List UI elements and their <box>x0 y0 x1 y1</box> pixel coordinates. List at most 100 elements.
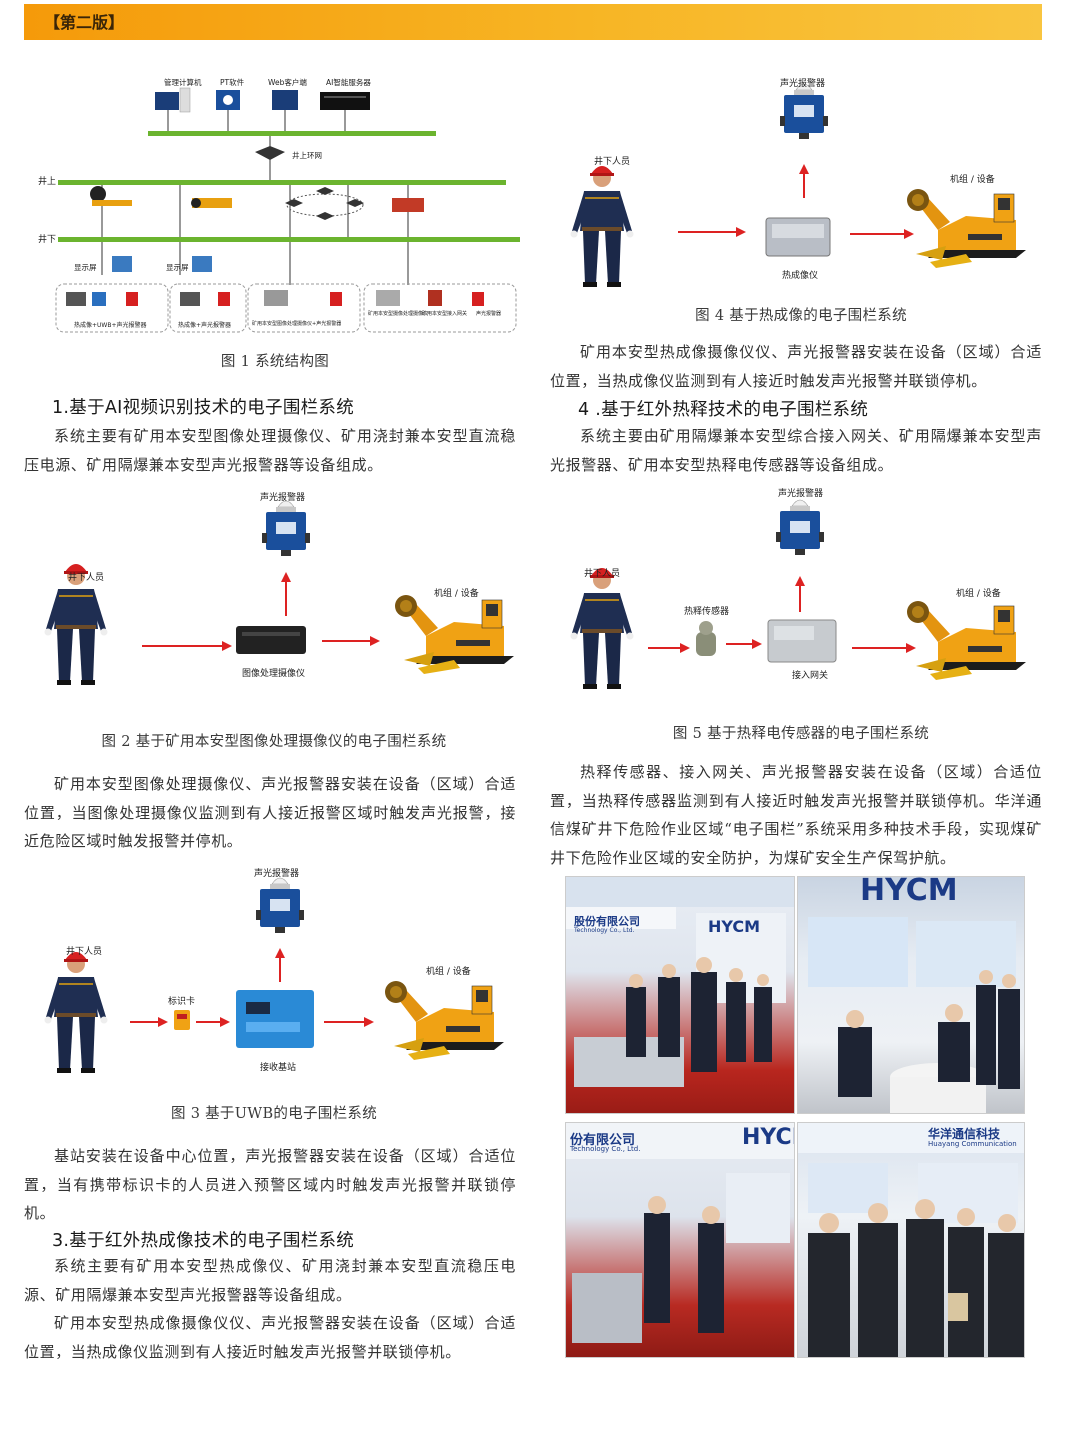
thermal-camera-icon <box>90 186 132 206</box>
group-label: 热成像+UWB+声光报警器 <box>74 322 147 329</box>
brand-logo: HYCM <box>742 1125 794 1150</box>
paragraph: 系统主要由矿用隔爆兼本安型综合接入网关、矿用隔爆兼本安型声光报警器、矿用本安型热… <box>550 427 1042 474</box>
monitor-label: 显示屏 <box>166 263 189 272</box>
worker-label: 井下人员 <box>68 573 105 583</box>
machine-label: 机组 / 设备 <box>434 589 479 599</box>
figure-2-caption: 图 2 基于矿用本安型图像处理摄像仪的电子围栏系统 <box>101 734 447 750</box>
section-3-heading: 3.基于红外热成像技术的电子围栏系统 <box>52 1231 355 1251</box>
switch-icon <box>255 146 285 160</box>
display-icon <box>192 256 212 272</box>
sign-text: 份有限公司 <box>570 1133 636 1148</box>
pyro-sensor-device <box>696 621 716 656</box>
management-pc-icon <box>155 87 191 113</box>
figure-1: 管理计算机 PT软件 Web客户端 AI智能服务器 井上环网 井上 井下 显示屏… <box>30 70 520 345</box>
device-label: 图像处理摄像仪 <box>242 669 306 679</box>
section-3-text: 系统主要有矿用本安型热成像仪、矿用浇封兼本安型直流稳压电源、矿用隔爆兼本安型声光… <box>24 1252 516 1366</box>
above-ground-label: 井上 <box>38 177 57 187</box>
alarm-device <box>261 500 311 557</box>
brand-logo: HYCM <box>860 876 958 908</box>
top-bus <box>148 131 436 136</box>
alarm-label: 声光报警器 <box>260 493 306 503</box>
device-label: 接入网关 <box>792 671 829 681</box>
paragraph-2: 矿用本安型图像处理摄像仪、声光报警器安装在设备（区域）合适位置，当图像处理摄像仪… <box>24 770 516 856</box>
figure-3: 井下人员 标识卡 声光报警器 接收基站 机组 / 设备 <box>24 862 524 1084</box>
figure-3-caption: 图 3 基于UWB的电子围栏系统 <box>170 1106 378 1122</box>
paragraph: 系统主要有矿用本安型热成像仪、矿用浇封兼本安型直流稳压电源、矿用隔爆兼本安型声光… <box>24 1257 516 1304</box>
edition-label: 【第二版】 <box>44 13 125 32</box>
thermal-imager-device <box>765 217 831 257</box>
worker-figure <box>569 567 635 690</box>
display-icon <box>112 256 132 272</box>
figure-5: 井下人员 热释传感器 声光报警器 接入网关 机组 / 设备 <box>556 480 1046 702</box>
figure-4-caption: 图 4 基于热成像的电子围栏系统 <box>695 308 907 324</box>
sign-subtext: Technology Co., Ltd. <box>574 927 635 934</box>
sign-subtext: Technology Co., Ltd. <box>570 1145 641 1153</box>
alarm-label: 声光报警器 <box>778 489 824 499</box>
pt-camera-icon <box>191 198 232 208</box>
group-label: 热成像+声光报警器 <box>178 322 232 329</box>
paragraph-3: 基站安装在设备中心位置，声光报警器安装在设备（区域）合适位置，当有携带标识卡的人… <box>24 1142 516 1228</box>
mining-machine <box>906 600 1027 681</box>
section-4-text: 系统主要由矿用隔爆兼本安型综合接入网关、矿用隔爆兼本安型声光报警器、矿用本安型热… <box>550 422 1042 479</box>
header-banner: 【第二版】 <box>24 4 1042 40</box>
mining-machine <box>384 980 505 1061</box>
underground-bus <box>58 237 520 242</box>
group-label: 声光报警器 <box>476 311 502 317</box>
paragraph: 热释传感器、接入网关、声光报警器安装在设备（区域）合适位置，当热释传感器监测到有… <box>550 763 1042 867</box>
paragraph: 矿用本安型热成像摄像仪仪、声光报警器安装在设备（区域）合适位置，当热成像仪监测到… <box>24 1314 516 1361</box>
device-label: 接收基站 <box>260 1063 297 1073</box>
ring-label: 井上环网 <box>292 151 322 160</box>
brand-logo: HYCM <box>708 917 761 936</box>
alarm-device <box>255 877 305 934</box>
worker-label: 井下人员 <box>584 569 621 579</box>
pt-software-icon <box>216 90 240 110</box>
group-label: 矿用本安型图像处理摄像仪+声光报警器 <box>252 321 342 327</box>
worker-label: 井下人员 <box>594 157 631 167</box>
section-1-heading: 1.基于AI视频识别技术的电子围栏系统 <box>52 398 355 418</box>
sign-text: 股份有限公司 <box>574 915 640 928</box>
id-card-icon <box>174 1010 190 1030</box>
exhibition-photo: 华洋通信科技 Huayang Communication <box>797 1122 1025 1358</box>
alarm-label: 声光报警器 <box>254 869 300 879</box>
ring-bus <box>58 180 506 185</box>
alarm-device <box>779 83 829 140</box>
node-label: AI智能服务器 <box>326 78 371 87</box>
machine-label: 机组 / 设备 <box>426 967 471 977</box>
system-structure-diagram <box>55 87 520 333</box>
sign-text: 华洋通信科技 <box>928 1127 1001 1141</box>
group-label: 矿用本安型摄像处理摄像仪 <box>368 311 429 317</box>
figure-2: 井下人员 声光报警器 图像处理摄像仪 机组 / 设备 <box>24 484 524 704</box>
ai-server-icon <box>320 92 370 110</box>
sensor-label: 热释传感器 <box>684 607 730 617</box>
section-1-text: 系统主要有矿用本安型图像处理摄像仪、矿用浇封兼本安型直流稳压电源、矿用隔爆兼本安… <box>24 422 516 479</box>
card-label: 标识卡 <box>168 997 196 1007</box>
node-label: PT软件 <box>220 78 245 87</box>
gateway-device-icon <box>392 198 424 212</box>
mining-machine <box>394 594 515 675</box>
figure-1-caption: 图 1 系统结构图 <box>220 354 330 370</box>
node-label: 管理计算机 <box>164 78 202 87</box>
machine-label: 机组 / 设备 <box>950 175 995 185</box>
paragraph-4: 矿用本安型热成像摄像仪仪、声光报警器安装在设备（区域）合适位置，当热成像仪监测到… <box>550 338 1042 395</box>
paragraph: 系统主要有矿用本安型图像处理摄像仪、矿用浇封兼本安型直流稳压电源、矿用隔爆兼本安… <box>24 427 516 474</box>
access-gateway-device <box>767 619 837 663</box>
worker-figure <box>43 951 109 1074</box>
figure-4: 井下人员 声光报警器 热成像仪 机组 / 设备 <box>556 70 1046 292</box>
monitor-label: 显示屏 <box>74 263 97 272</box>
mining-machine <box>906 188 1027 269</box>
paragraph: 矿用本安型热成像摄像仪仪、声光报警器安装在设备（区域）合适位置，当热成像仪监测到… <box>550 343 1042 390</box>
worker-figure <box>569 165 635 288</box>
exhibition-photo: HYCM <box>797 876 1025 1114</box>
paragraph: 基站安装在设备中心位置，声光报警器安装在设备（区域）合适位置，当有携带标识卡的人… <box>24 1147 516 1222</box>
exhibition-photo: 份有限公司 Technology Co., Ltd. HYCM <box>565 1122 795 1358</box>
base-station-device <box>236 990 314 1048</box>
alarm-label: 声光报警器 <box>780 79 826 89</box>
section-4-heading: 4 .基于红外热释技术的电子围栏系统 <box>578 400 869 420</box>
underground-label: 井下 <box>38 235 57 245</box>
machine-label: 机组 / 设备 <box>956 589 1001 599</box>
group-label: 矿用本安型接入网关 <box>422 311 468 317</box>
paragraph-5: 热释传感器、接入网关、声光报警器安装在设备（区域）合适位置，当热释传感器监测到有… <box>550 758 1042 872</box>
exhibition-photo: 股份有限公司 Technology Co., Ltd. HYCM <box>565 876 795 1114</box>
alarm-device <box>775 499 825 556</box>
node-label: Web客户端 <box>268 78 307 87</box>
